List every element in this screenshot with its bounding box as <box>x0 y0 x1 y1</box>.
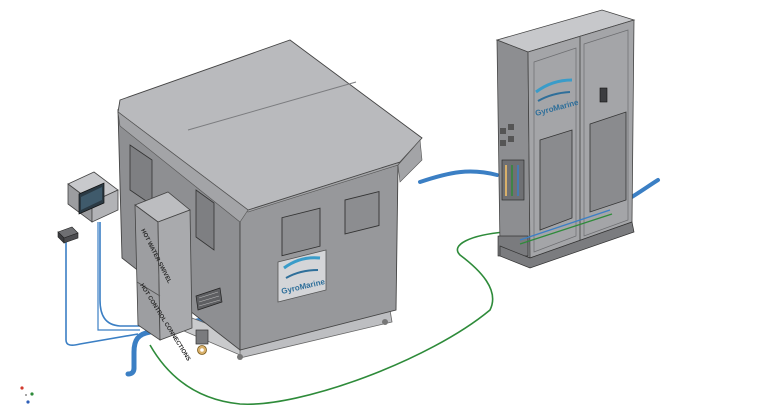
signal-cable <box>149 231 506 405</box>
access-panel <box>281 207 321 257</box>
control-panel <box>57 226 79 244</box>
display-cables <box>65 222 140 346</box>
display-unit <box>67 171 119 223</box>
cabinet-handle-icon <box>599 87 608 103</box>
electrical-cabinet: GyroMarine <box>495 9 636 269</box>
water-connector <box>195 329 209 355</box>
connection-box: HOT WATER SWIVEL HOT CONTROL CONNECTIONS <box>134 191 193 362</box>
filter-unit <box>589 111 627 213</box>
foot-icon <box>382 319 388 325</box>
filter-unit <box>539 129 573 231</box>
axis-gizmo-icon <box>20 386 34 404</box>
foot-icon <box>237 354 243 360</box>
access-panel <box>344 190 380 235</box>
housing-brand-plate: GyroMarine <box>277 249 327 303</box>
cable-glands <box>497 124 613 257</box>
